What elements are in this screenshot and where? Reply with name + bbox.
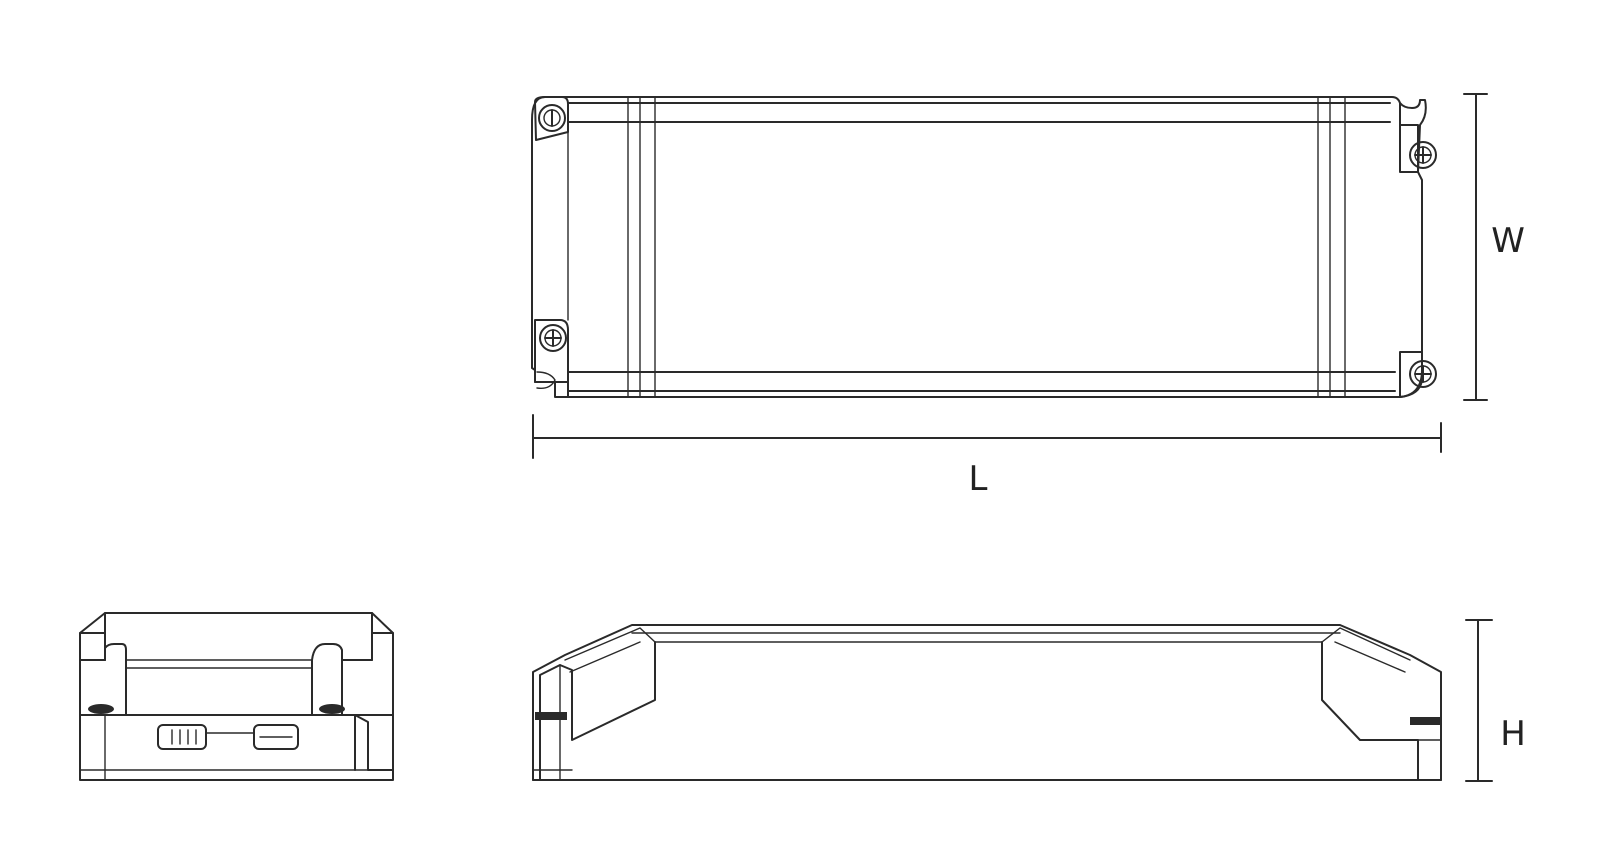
screw-icon	[538, 104, 566, 132]
connector-icon	[157, 724, 207, 750]
side-view	[532, 624, 1442, 781]
dimension-label-length: L	[969, 459, 988, 499]
top-view	[531, 96, 1437, 398]
connector-icon	[253, 724, 299, 750]
dimension-height: H	[1465, 619, 1526, 782]
dimension-width: W	[1463, 93, 1525, 401]
top-view-outline	[531, 96, 1423, 398]
screw-icon	[1409, 141, 1437, 169]
screw-icon	[1409, 360, 1437, 388]
end-view	[79, 612, 394, 781]
screw-icon	[539, 324, 567, 352]
dimension-length: L	[532, 414, 1442, 499]
dimension-label-height: H	[1500, 714, 1526, 754]
dimension-label-width: W	[1491, 221, 1525, 261]
